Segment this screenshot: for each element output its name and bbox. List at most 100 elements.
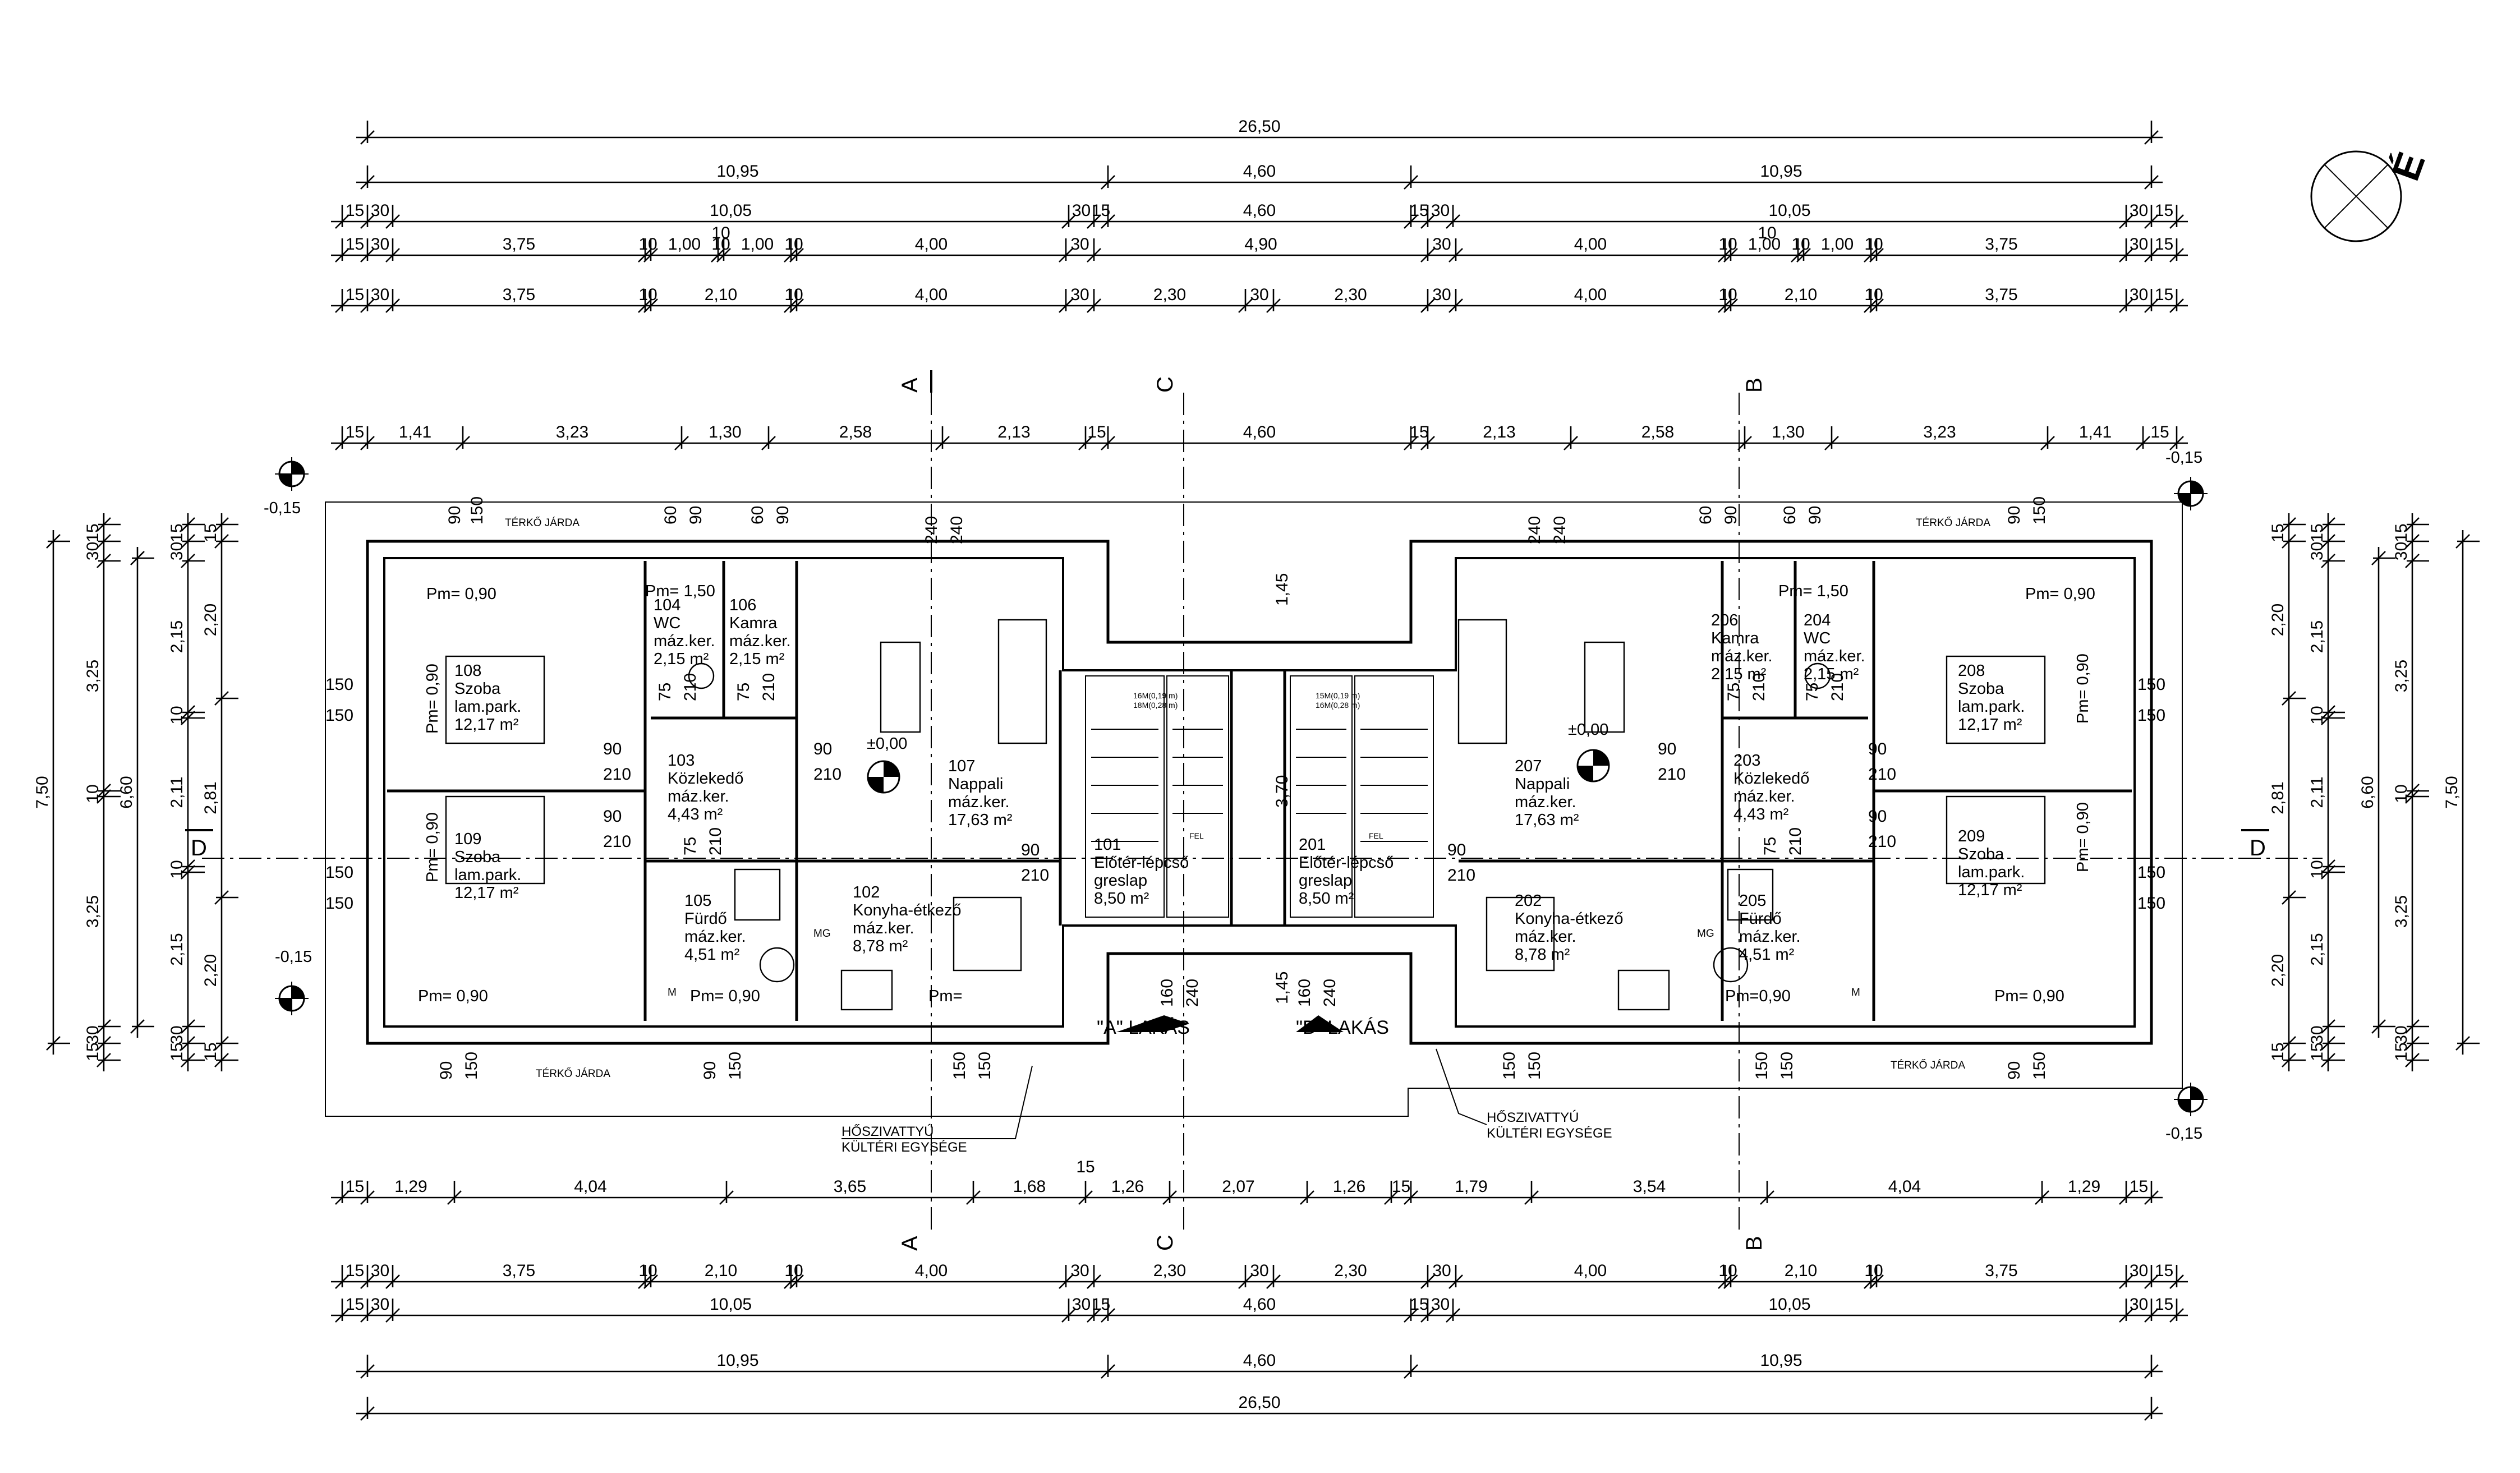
dimension-value: 15	[1087, 423, 1106, 441]
svg-text:2,15 m²: 2,15 m²	[654, 650, 709, 668]
level-bottom-left: -0,15	[275, 948, 312, 966]
section-c-bottom: C	[1153, 1235, 1178, 1251]
opening-value: 75	[1761, 837, 1779, 855]
svg-text:Pm= 0,90: Pm= 0,90	[1994, 987, 2064, 1005]
dimension-chain-v: 7,50	[33, 530, 70, 1055]
svg-text:104: 104	[654, 596, 680, 614]
svg-text:greslap: greslap	[1094, 872, 1147, 890]
svg-text:Nappali: Nappali	[1515, 775, 1570, 793]
svg-text:Szoba: Szoba	[1958, 845, 2004, 863]
svg-text:Kamra: Kamra	[729, 614, 778, 632]
opening-value: 240	[1183, 979, 1202, 1007]
svg-text:102: 102	[853, 883, 880, 901]
svg-text:12,17 m²: 12,17 m²	[454, 884, 519, 902]
dimension-value: 15	[1410, 201, 1428, 220]
dimension-value: 1,00	[1748, 235, 1781, 254]
opening-value: 150	[726, 1052, 744, 1080]
dimension-value: 15	[2155, 286, 2173, 304]
building-walls	[366, 540, 2153, 1045]
dimension-value: 1,79	[1455, 1177, 1487, 1196]
stair-note-b: 15M(0,19 m)	[1316, 691, 1360, 700]
opening-value: 90	[1722, 506, 1740, 524]
opening-value: 90	[445, 506, 464, 524]
dimension-value: 2,11	[168, 776, 186, 808]
svg-text:WC: WC	[1804, 629, 1831, 647]
opening-value: 150	[325, 894, 353, 913]
dimension-value: 2,13	[997, 423, 1030, 441]
north-label: É	[2383, 146, 2433, 186]
svg-text:2,15 m²: 2,15 m²	[1804, 665, 1859, 683]
opening-value: 240	[1321, 979, 1339, 1007]
dimension-value: 15	[2269, 1042, 2287, 1061]
svg-text:Pm= 0,90: Pm= 0,90	[424, 664, 442, 734]
level-center-b: ±0,00	[1568, 721, 1608, 739]
appliance-m-a: M	[668, 987, 677, 998]
dimension-value: 10	[2392, 784, 2411, 803]
dimension-value: 30	[2130, 1295, 2148, 1314]
svg-text:12,17 m²: 12,17 m²	[1958, 716, 2022, 734]
dimension-value: 6,60	[117, 776, 136, 808]
opening-value: 150	[2137, 894, 2165, 913]
stair-a: 16M(0,19 m) 18M(0,28 m) FEL	[1085, 675, 1229, 918]
dimension-value: 30	[2392, 542, 2411, 560]
dimension-value: 2,20	[2269, 604, 2287, 636]
dimension-value: 1,00	[668, 235, 701, 254]
svg-text:Pm=0,90: Pm=0,90	[1725, 987, 1791, 1005]
dimension-value: 15	[2150, 423, 2169, 441]
svg-text:17,63 m²: 17,63 m²	[948, 811, 1013, 829]
dimension-value: 30	[2392, 1025, 2411, 1044]
opening-value: 90	[1021, 841, 1040, 859]
dimension-value: 15	[2155, 235, 2173, 254]
svg-text:Szoba: Szoba	[1958, 680, 2004, 698]
dimension-value: 4,60	[1243, 423, 1276, 441]
dimension-value: 4,00	[915, 235, 948, 254]
level-bottom-right: -0,15	[2165, 1125, 2202, 1143]
stair-fel-b: FEL	[1369, 831, 1383, 840]
svg-text:8,78 m²: 8,78 m²	[853, 937, 908, 955]
svg-text:Pm= 0,90: Pm= 0,90	[418, 987, 488, 1005]
opening-value: 90	[2005, 1061, 2024, 1080]
svg-text:Konyha-étkező: Konyha-étkező	[1515, 910, 1623, 928]
opening-value: 160	[1158, 979, 1176, 1007]
svg-text:17,63 m²: 17,63 m²	[1515, 811, 1579, 829]
dimension-value: 30	[1432, 235, 1451, 254]
svg-text:máz.ker.: máz.ker.	[1739, 928, 1801, 946]
dimension-value: 2,20	[201, 954, 220, 987]
dimension-value: 3,75	[503, 286, 535, 304]
svg-text:Közlekedő: Közlekedő	[1733, 770, 1809, 788]
dimension-value: 3,25	[84, 895, 102, 928]
dimension-value: 3,75	[503, 1262, 535, 1280]
level-top-right: -0,15	[2165, 449, 2202, 467]
opening-value: 210	[1868, 765, 1896, 784]
dimension-value: 15	[168, 1042, 186, 1061]
dimension-value: 30	[2130, 235, 2148, 254]
opening-value: 75	[1803, 683, 1822, 701]
opening-value: 90	[1806, 506, 1824, 524]
opening-value: 210	[1786, 827, 1805, 855]
dimension-value: 3,75	[503, 235, 535, 254]
opening-value: 75	[656, 683, 674, 701]
dimension-value: 3,23	[1923, 423, 1956, 441]
svg-text:Pm= 0,90: Pm= 0,90	[2074, 653, 2092, 724]
level-markers: -0,15 -0,15 -0,15 -0,15 ±0,00 ±0,00	[264, 449, 2208, 1143]
section-a-top: A	[898, 378, 922, 393]
opening-value: 150	[2137, 863, 2165, 882]
svg-text:Pm= 0,90: Pm= 0,90	[2025, 585, 2095, 603]
dimension-value: 30	[1250, 286, 1268, 304]
svg-text:Pm= 1,50: Pm= 1,50	[1778, 582, 1848, 600]
dimension-value: 10	[784, 286, 803, 304]
opening-value: 150	[2030, 1052, 2049, 1080]
dimension-value: 2,15	[168, 620, 186, 653]
opening-value: 150	[2030, 496, 2049, 524]
dimension-value: 3,23	[556, 423, 588, 441]
svg-text:Fürdő: Fürdő	[684, 910, 727, 928]
svg-text:WC: WC	[654, 614, 680, 632]
opening-value: 90	[1658, 740, 1676, 758]
